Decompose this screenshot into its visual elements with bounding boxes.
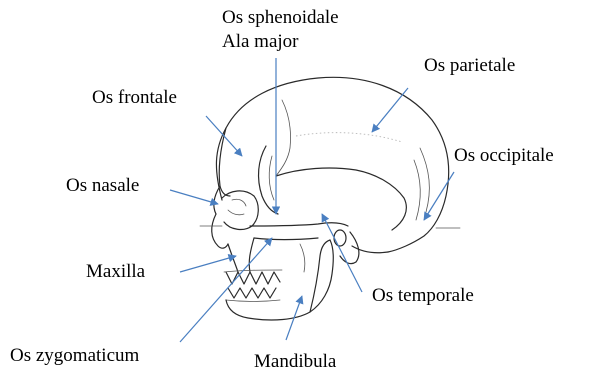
maxilla-body [228, 238, 254, 272]
label-os-frontale: Os frontale [92, 88, 177, 107]
label-ala-major: Ala major [222, 32, 299, 51]
label-os-nasale: Os nasale [66, 176, 139, 195]
label-os-occipitale: Os occipitale [454, 146, 554, 165]
upper-teeth [226, 272, 280, 284]
arrow-os-parietale [372, 88, 408, 132]
nasal-aperture [212, 214, 228, 248]
lower-teeth [228, 288, 276, 298]
label-os-temporale: Os temporale [372, 286, 474, 305]
arrow-maxilla [180, 256, 236, 272]
orbit [222, 191, 258, 230]
label-os-sphenoidale: Os sphenoidale [222, 8, 339, 27]
coronoid-process [300, 244, 305, 272]
zygomatic-lower [254, 238, 318, 240]
parietal-hatching [296, 133, 402, 142]
label-os-parietale: Os parietale [424, 56, 515, 75]
temporal-squama [276, 168, 406, 230]
arrow-os-nasale [170, 190, 218, 204]
lambdoid-suture [414, 148, 429, 220]
zygomatic-arch [250, 223, 348, 226]
coronal-suture [276, 100, 291, 176]
label-os-zygomaticum: Os zygomaticum [10, 346, 139, 365]
mandible-ramus [310, 240, 330, 312]
orbit-inner [228, 199, 246, 215]
arrow-os-frontale [206, 116, 242, 156]
arrow-os-temporale [322, 214, 362, 292]
occipital-base [352, 246, 388, 253]
label-maxilla: Maxilla [86, 262, 145, 281]
auditory-meatus [334, 230, 346, 246]
sphenoid-greater-wing [259, 146, 278, 214]
sphenoid-inner [269, 156, 274, 200]
arrow-mandibula [286, 296, 302, 340]
arrow-os-zygomaticum [180, 238, 272, 342]
label-mandibula: Mandibula [254, 352, 336, 371]
